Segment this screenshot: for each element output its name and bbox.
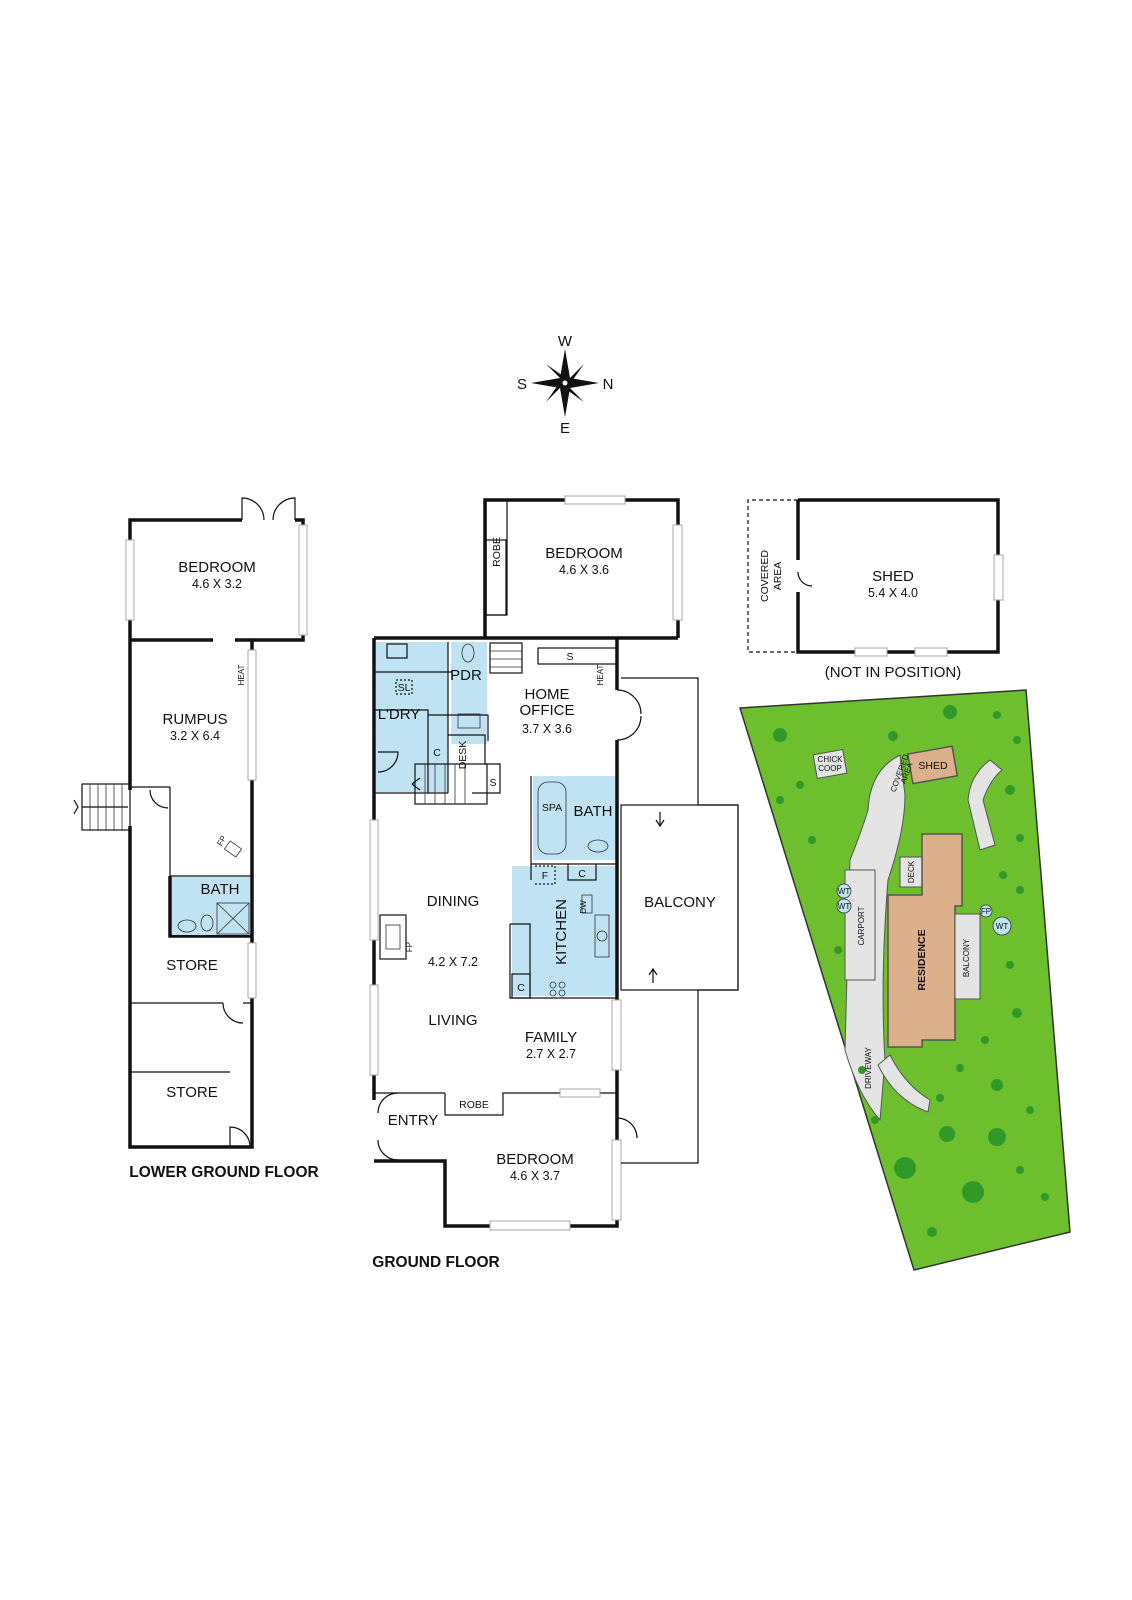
gf-family-label: FAMILY: [525, 1029, 577, 1046]
gf-fp-label: FP: [405, 942, 414, 952]
lg-bedroom-label: BEDROOM: [178, 559, 256, 576]
site-chicken-coop: [812, 748, 848, 780]
ground-floor-title: GROUND FLOOR: [372, 1254, 499, 1271]
gf-cupboard3-label: C: [517, 982, 525, 994]
site-wt-label-1: WT: [838, 887, 851, 896]
site-chick-label-2: COOP: [818, 764, 842, 773]
site-fp-label: FP: [981, 907, 991, 916]
compass-rose: W S N E: [517, 333, 613, 437]
gf-shelf2-label: S: [489, 777, 496, 789]
gf-bedroom1-dims: 4.6 X 3.6: [559, 563, 609, 577]
site-residence-label: RESIDENCE: [916, 929, 928, 990]
lower-stairs: [73, 783, 131, 831]
gf-family-dims: 2.7 X 2.7: [526, 1047, 576, 1061]
gf-dining-dims: 4.2 X 7.2: [428, 955, 478, 969]
lower-ground-floor-title: LOWER GROUND FLOOR: [129, 1164, 318, 1181]
site-chick-label-1: CHICK: [818, 755, 844, 764]
bath-area: [533, 776, 617, 860]
site-driveway-label: DRIVEWAY: [864, 1046, 873, 1088]
gf-cupboard1-label: C: [433, 747, 441, 759]
site-plan: CHICK COOP SHED COVERED AREA DECK CARPOR…: [739, 689, 1071, 1271]
gf-bedroom2-label: BEDROOM: [496, 1151, 574, 1168]
gf-sl-label: SL: [398, 682, 411, 694]
shed-covered-line2: AREA: [772, 562, 784, 591]
lg-heat-label: HEAT: [237, 665, 246, 686]
site-water-tank-2: [836, 898, 852, 914]
shed-not-in-position: (NOT IN POSITION): [825, 664, 961, 681]
shed-label: SHED: [872, 568, 914, 585]
site-carport-label: CARPORT: [857, 906, 866, 945]
gf-entry-label: ENTRY: [388, 1112, 439, 1129]
gf-shelf1-label: S: [566, 651, 573, 663]
lg-bedroom-dims: 4.6 X 3.2: [192, 577, 242, 591]
site-balcony-label: BALCONY: [962, 938, 971, 977]
site-balcony: [954, 913, 981, 1000]
gf-home-office-dims: 3.7 X 3.6: [522, 722, 572, 736]
gf-fridge-label: F: [542, 870, 548, 882]
site-fp-marker: [979, 904, 993, 918]
site-deck-label: DECK: [907, 860, 916, 883]
ground-floor: BEDROOM 4.6 X 3.6 ROBE S PDR SL L'DRY HO…: [369, 495, 739, 1271]
gf-balcony-label: BALCONY: [644, 894, 716, 911]
gf-desk-label: DESK: [457, 741, 469, 770]
gf-heat-label: HEAT: [596, 665, 605, 686]
shed-dims: 5.4 X 4.0: [868, 586, 918, 600]
compass-east: E: [560, 420, 570, 437]
shed-plan: SHED 5.4 X 4.0 COVERED AREA (NOT IN POSI…: [747, 498, 1004, 681]
lg-rumpus-dims: 3.2 X 6.4: [170, 729, 220, 743]
lg-fp-label: FP: [215, 834, 228, 847]
gf-bedroom2-dims: 4.6 X 3.7: [510, 1169, 560, 1183]
gf-spa-label: SPA: [542, 802, 562, 814]
compass-north: N: [603, 376, 614, 393]
site-wt-label-2: WT: [838, 902, 851, 911]
gf-kitchen-label: KITCHEN: [553, 899, 570, 965]
lg-store2-label: STORE: [166, 1084, 217, 1101]
gf-living-label: LIVING: [428, 1012, 477, 1029]
gf-dishwasher-label: DW: [579, 900, 588, 914]
compass-south: S: [517, 376, 527, 393]
site-water-tank-3: [992, 916, 1012, 936]
gf-robe1-label: ROBE: [491, 537, 503, 567]
gf-bath-label: BATH: [574, 803, 613, 820]
gf-home-office-label-2: OFFICE: [520, 702, 575, 719]
site-shed-label: SHED: [918, 760, 948, 772]
gf-dining-label: DINING: [427, 893, 480, 910]
ground-stairs: [411, 642, 523, 805]
lower-ground-floor: BEDROOM 4.6 X 3.2 RUMPUS 3.2 X 6.4 HEAT …: [73, 497, 319, 1181]
gf-pdr-label: PDR: [450, 667, 482, 684]
gf-laundry-label: L'DRY: [378, 706, 421, 723]
site-shed: [906, 745, 959, 785]
laundry-area: [376, 642, 448, 792]
gf-home-office-label-1: HOME: [525, 686, 570, 703]
gf-robe2-label: ROBE: [459, 1099, 489, 1111]
gf-cupboard2-label: C: [578, 868, 586, 880]
lg-bath-label: BATH: [201, 881, 240, 898]
lg-rumpus-label: RUMPUS: [162, 711, 227, 728]
shed-covered-line1: COVERED: [759, 550, 771, 602]
site-wt-label-3: WT: [996, 922, 1009, 931]
gf-bedroom1-label: BEDROOM: [545, 545, 623, 562]
powder-room-area: [451, 642, 487, 744]
site-trees: [773, 705, 1049, 1237]
compass-west: W: [558, 333, 573, 350]
site-residence: [887, 833, 963, 1048]
lg-store1-label: STORE: [166, 957, 217, 974]
site-water-tank-1: [836, 883, 852, 899]
